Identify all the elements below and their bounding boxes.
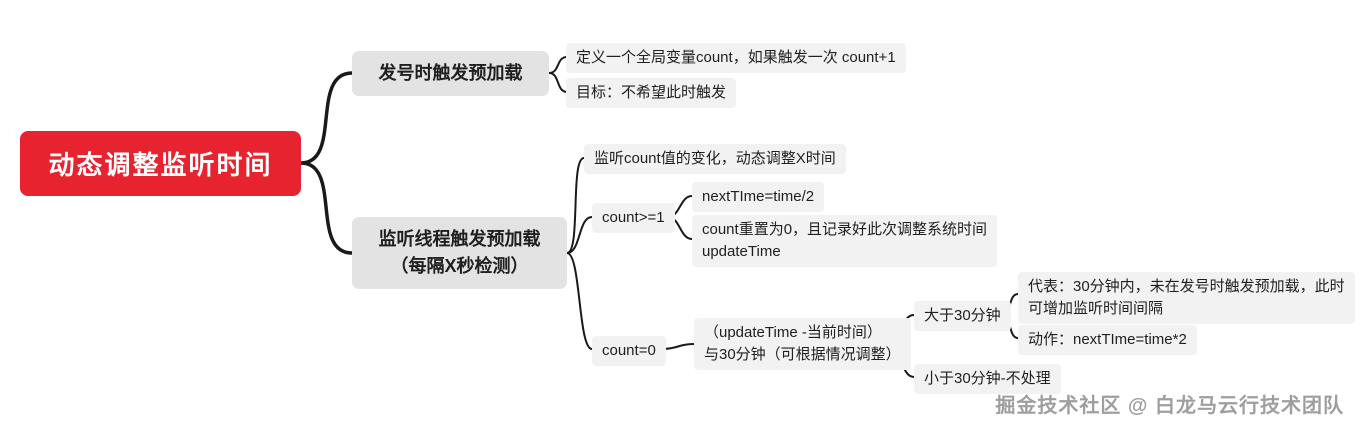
edge-branch1-goal (548, 72, 568, 93)
branch-listener-thread[interactable]: 监听线程触发预加载 （每隔X秒检测） (352, 217, 567, 289)
leaf-lt30[interactable]: 小于30分钟-不处理 (914, 364, 1061, 394)
mindmap-root-node[interactable]: 动态调整监听时间 (20, 131, 301, 196)
leaf-define-count[interactable]: 定义一个全局变量count，如果触发一次 count+1 (566, 43, 906, 73)
edge-counteq0-diff (661, 343, 695, 350)
edge-branch1-define-count (548, 56, 568, 74)
edge-branch2-count-ge1 (566, 216, 593, 254)
edge-branch2-count-eq0 (566, 252, 593, 350)
leaf-time-diff[interactable]: （updateTime -当前时间） 与30分钟（可根据情况调整） (694, 318, 911, 370)
leaf-next-time-half[interactable]: nextTIme=time/2 (692, 182, 825, 212)
leaf-watch-count[interactable]: 监听count值的变化，动态调整X时间 (584, 144, 846, 174)
edge-root-branch1 (299, 71, 354, 165)
leaf-gt30-meaning[interactable]: 代表：30分钟内，未在发号时触发预加载，此时 可增加监听时间间隔 (1018, 272, 1355, 324)
leaf-count-eq0[interactable]: count=0 (592, 336, 666, 366)
edge-root-branch2 (299, 161, 354, 255)
leaf-gt30[interactable]: 大于30分钟 (914, 301, 1011, 331)
leaf-count-reset[interactable]: count重置为0，且记录好此次调整系统时间 updateTime (692, 215, 998, 267)
watermark-text: 掘金技术社区 @ 白龙马云行技术团队 (995, 395, 1344, 417)
branch-trigger-on-dispatch[interactable]: 发号时触发预加载 (352, 51, 549, 96)
leaf-gt30-action[interactable]: 动作：nextTIme=time*2 (1018, 325, 1197, 355)
leaf-count-ge1[interactable]: count>=1 (592, 203, 675, 233)
leaf-goal[interactable]: 目标：不希望此时触发 (566, 78, 737, 108)
edge-branch2-watch-count (566, 157, 585, 254)
